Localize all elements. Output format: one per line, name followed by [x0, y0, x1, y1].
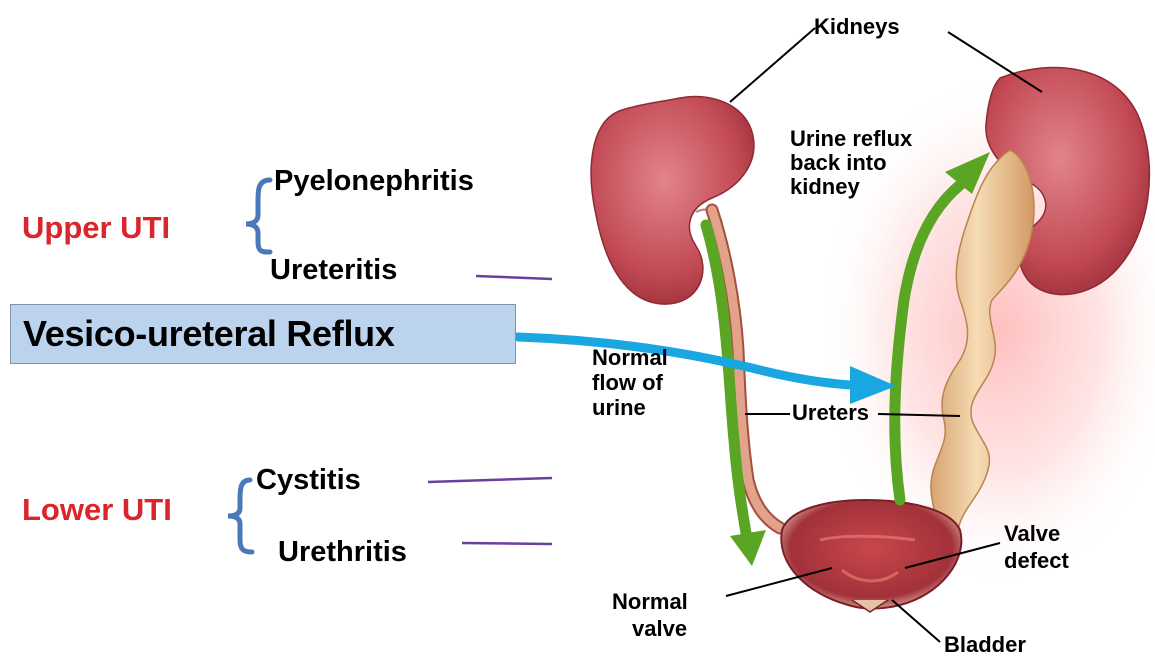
upper-bracket — [246, 180, 270, 252]
connector-urethritis — [462, 543, 552, 544]
urethritis-label: Urethritis — [278, 538, 407, 567]
normal-flow-caption-line3: urine — [592, 397, 646, 419]
normal-valve-line2: valve — [632, 618, 687, 640]
normal-flow-caption-line2: flow of — [592, 372, 663, 394]
ureteritis-label: Ureteritis — [270, 256, 397, 285]
vesico-ureteral-reflux-box: Vesico-ureteral Reflux — [10, 304, 516, 364]
connector-cystitis — [428, 478, 552, 482]
vesico-ureteral-reflux-label: Vesico-ureteral Reflux — [23, 313, 395, 355]
ureters-label: Ureters — [792, 402, 869, 424]
reflux-caption-line3: kidney — [790, 176, 860, 198]
valve-defect-line1: Valve — [1004, 523, 1060, 545]
pyelonephritis-label: Pyelonephritis — [274, 167, 474, 196]
bladder-label: Bladder — [944, 634, 1026, 656]
normal-flow-arrowhead — [730, 530, 766, 566]
normal-valve-line1: Normal — [612, 591, 688, 613]
valve-defect-line2: defect — [1004, 550, 1069, 572]
bladder-shape — [781, 500, 961, 612]
lower-uti-label: Lower UTI — [22, 494, 172, 525]
normal-flow-caption-line1: Normal — [592, 347, 668, 369]
upper-uti-label: Upper UTI — [22, 212, 170, 243]
lower-bracket — [228, 480, 252, 552]
cystitis-label: Cystitis — [256, 466, 361, 495]
kidneys-label: Kidneys — [814, 16, 900, 38]
brackets — [228, 180, 270, 552]
reflux-caption-line2: back into — [790, 152, 887, 174]
reflux-caption-line1: Urine reflux — [790, 128, 912, 150]
connector-ureteritis — [476, 276, 552, 279]
